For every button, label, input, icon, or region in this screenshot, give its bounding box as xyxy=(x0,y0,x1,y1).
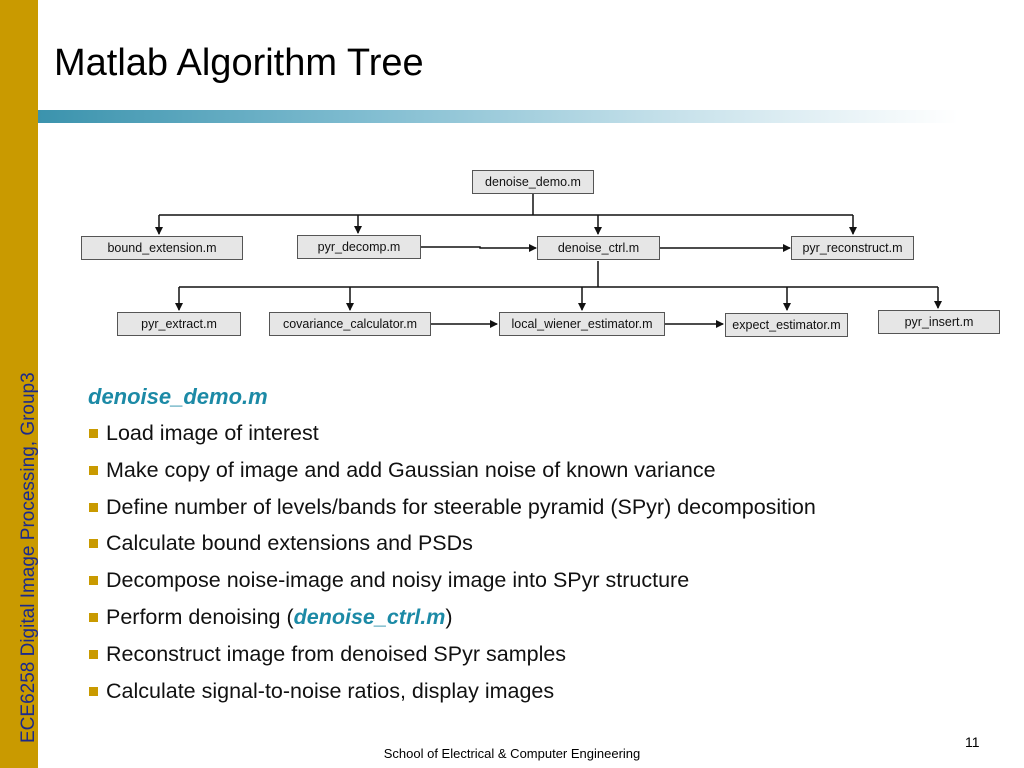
sidebar-course-label: ECE6258 Digital Image Processing, Group3 xyxy=(18,372,39,743)
bullet-text: Calculate signal-to-noise ratios, displa… xyxy=(106,678,555,703)
bullet-item: Make copy of image and add Gaussian nois… xyxy=(88,455,988,492)
node-pyr-extract: pyr_extract.m xyxy=(117,312,241,336)
bullet-item: Calculate signal-to-noise ratios, displa… xyxy=(88,676,988,713)
node-denoise-ctrl: denoise_ctrl.m xyxy=(537,236,660,260)
bullet-item: Decompose noise-image and noisy image in… xyxy=(88,565,988,602)
node-pyr-reconstruct: pyr_reconstruct.m xyxy=(791,236,914,260)
slide-content: denoise_demo.m Load image of interest Ma… xyxy=(88,382,988,712)
bullet-text: Reconstruct image from denoised SPyr sam… xyxy=(106,641,567,666)
connector-lines xyxy=(155,194,942,328)
square-bullet-icon xyxy=(89,502,98,512)
square-bullet-icon xyxy=(89,465,98,475)
sidebar-band: ECE6258 Digital Image Processing, Group3 xyxy=(0,0,39,768)
square-bullet-icon xyxy=(89,539,98,549)
bullet-text: Load image of interest xyxy=(106,421,319,445)
square-bullet-icon xyxy=(89,576,98,586)
node-denoise-demo: denoise_demo.m xyxy=(472,170,594,194)
node-pyr-decomp: pyr_decomp.m xyxy=(297,235,421,259)
node-covariance-calculator: covariance_calculator.m xyxy=(269,312,431,336)
square-bullet-icon xyxy=(89,649,98,659)
node-pyr-insert: pyr_insert.m xyxy=(878,310,1000,334)
bullet-item: Reconstruct image from denoised SPyr sam… xyxy=(88,639,988,676)
square-bullet-icon xyxy=(89,429,98,438)
bullet-list: Load image of interest Make copy of imag… xyxy=(88,418,988,712)
bullet-text-before: Perform denoising ( xyxy=(106,604,294,629)
bullet-text: Define number of levels/bands for steera… xyxy=(106,494,816,519)
square-bullet-icon xyxy=(89,612,98,622)
footer-text: School of Electrical & Computer Engineer… xyxy=(383,746,641,761)
bullet-text: Decompose noise-image and noisy image in… xyxy=(106,568,690,593)
bullet-text: Make copy of image and add Gaussian nois… xyxy=(106,457,716,482)
bullet-text-after: ) xyxy=(445,604,453,629)
square-bullet-icon xyxy=(89,686,98,696)
bullet-item: Calculate bound extensions and PSDs xyxy=(88,528,988,565)
bullet-item: Define number of levels/bands for steera… xyxy=(88,492,988,529)
node-local-wiener-estimator: local_wiener_estimator.m xyxy=(499,312,665,336)
bullet-text: Calculate bound extensions and PSDs xyxy=(106,531,473,556)
node-bound-extension: bound_extension.m xyxy=(81,236,243,260)
algorithm-tree-diagram: denoise_demo.m bound_extension.m pyr_dec… xyxy=(0,0,1024,360)
section-heading: denoise_demo.m xyxy=(88,384,268,409)
bullet-item: Perform denoising (denoise_ctrl.m) xyxy=(88,602,988,639)
bullet-item: Load image of interest xyxy=(88,418,988,455)
page-number: 11 xyxy=(965,734,980,750)
denoise-ctrl-reference: denoise_ctrl.m xyxy=(293,604,446,629)
slide-title: Matlab Algorithm Tree xyxy=(54,42,424,84)
title-underline-bar xyxy=(38,110,958,123)
node-expect-estimator: expect_estimator.m xyxy=(725,313,848,337)
